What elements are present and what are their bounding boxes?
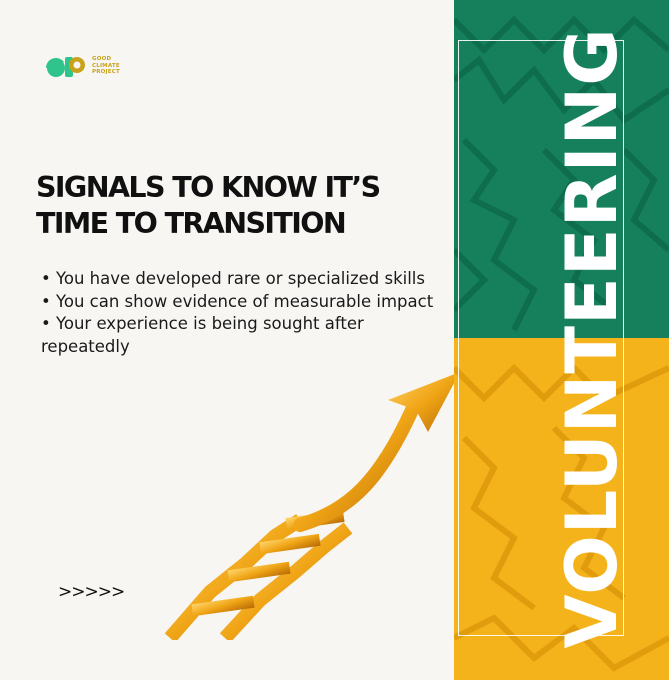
title-line-2: TIME TO TRANSITION [36, 207, 347, 240]
brand-logo: GOOD CLIMATE PROJECT [44, 54, 120, 78]
list-item: • You have developed rare or specialized… [41, 269, 425, 288]
green-pattern-panel [454, 0, 669, 338]
zigzag-pattern-icon [454, 15, 669, 332]
title-line-1: SIGNALS TO KNOW IT’S [36, 171, 381, 204]
list-item: • You can show evidence of measurable im… [41, 291, 434, 311]
brand-line-1: GOOD [92, 56, 112, 63]
signal-list: • You have developed rare or specialized… [41, 268, 441, 358]
list-item: • Your experience is being sought after … [41, 314, 364, 356]
page-title: SIGNALS TO KNOW IT’S TIME TO TRANSITION [36, 170, 456, 242]
vertical-heading: VOLUNTEERING [551, 27, 633, 649]
brand-name: GOOD CLIMATE PROJECT [92, 56, 120, 76]
good-climate-project-logo-icon [46, 57, 85, 77]
brand-line-3: PROJECT [92, 69, 120, 76]
brand-line-2: CLIMATE [92, 62, 120, 69]
next-arrows: >>>>> [58, 582, 125, 602]
zigzag-pattern-icon [454, 363, 669, 672]
yellow-pattern-panel [454, 338, 669, 680]
golden-stairs-arrow-icon [164, 372, 460, 640]
panel-frame [458, 40, 624, 636]
